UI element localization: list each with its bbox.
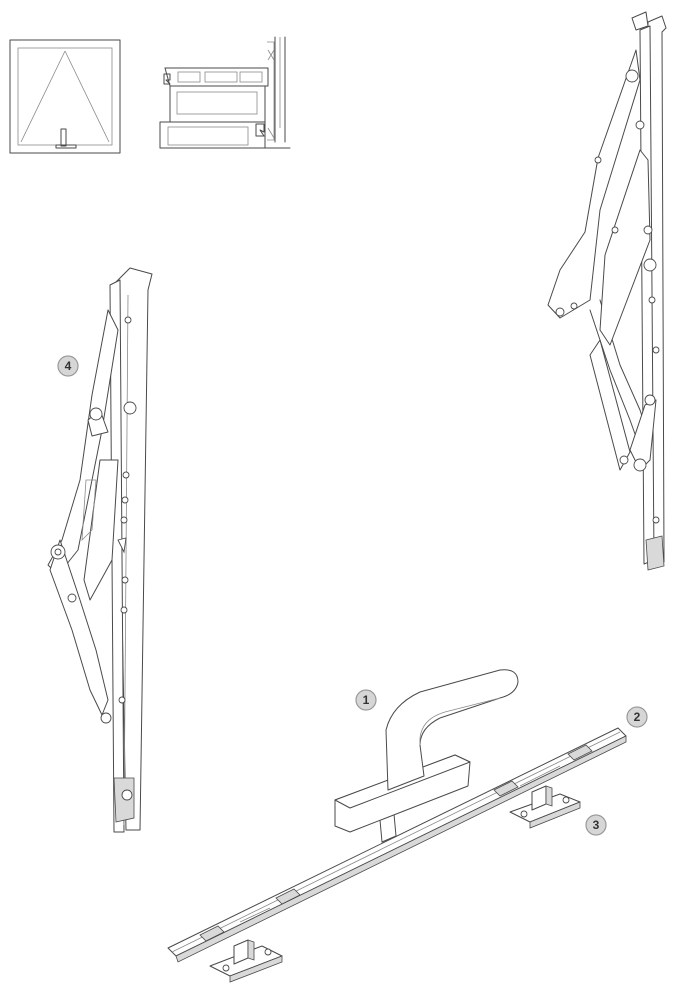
svg-text:4: 4 <box>65 359 72 373</box>
svg-text:1: 1 <box>363 693 370 707</box>
friction-stay-right <box>547 11 667 571</box>
friction-stay-left <box>47 267 153 833</box>
espagnolette-bar <box>167 727 627 963</box>
callout-handle: 1 <box>355 689 377 711</box>
callout-friction-stay: 4 <box>57 355 79 377</box>
svg-text:2: 2 <box>634 710 641 724</box>
window-handle <box>334 669 519 843</box>
window-elevation-icon <box>9 39 121 154</box>
keeper-left <box>209 939 283 983</box>
callout-espagnolette-bar: 2 <box>626 706 648 728</box>
svg-text:3: 3 <box>593 818 600 832</box>
keeper-right <box>509 785 581 829</box>
frame-profile-section <box>159 36 291 149</box>
callout-keeper: 3 <box>585 814 607 836</box>
